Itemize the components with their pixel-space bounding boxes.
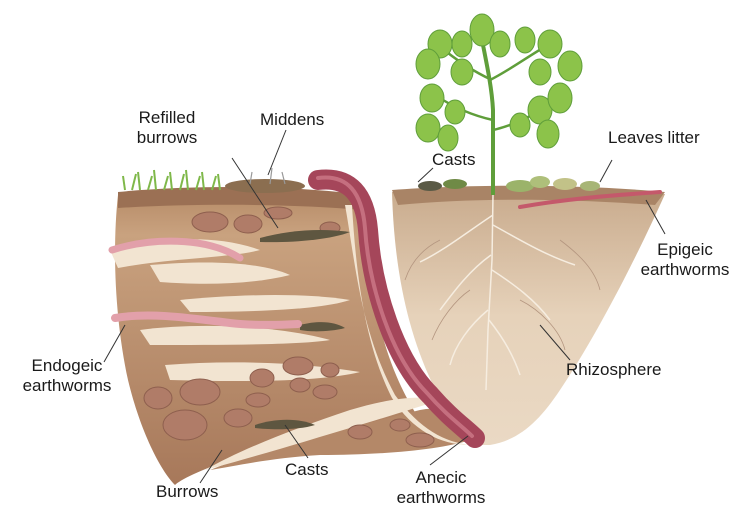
middens-detail	[225, 168, 305, 193]
label-refilled-burrows-text: Refilled burrows	[122, 108, 212, 148]
label-refilled-burrows: Refilled burrows	[122, 108, 212, 148]
label-burrows: Burrows	[156, 482, 218, 502]
label-casts-bottom: Casts	[285, 460, 328, 480]
label-rhizosphere: Rhizosphere	[566, 360, 661, 380]
label-leaves-litter: Leaves litter	[608, 128, 700, 148]
grass	[123, 170, 220, 190]
label-endogeic: Endogeic earthworms	[2, 356, 132, 396]
label-casts-top: Casts	[432, 150, 475, 170]
plant-leaves	[416, 14, 582, 151]
label-epigeic: Epigeic earthworms	[626, 240, 744, 280]
label-middens: Middens	[260, 110, 324, 130]
label-anecic: Anecic earthworms	[376, 468, 506, 508]
